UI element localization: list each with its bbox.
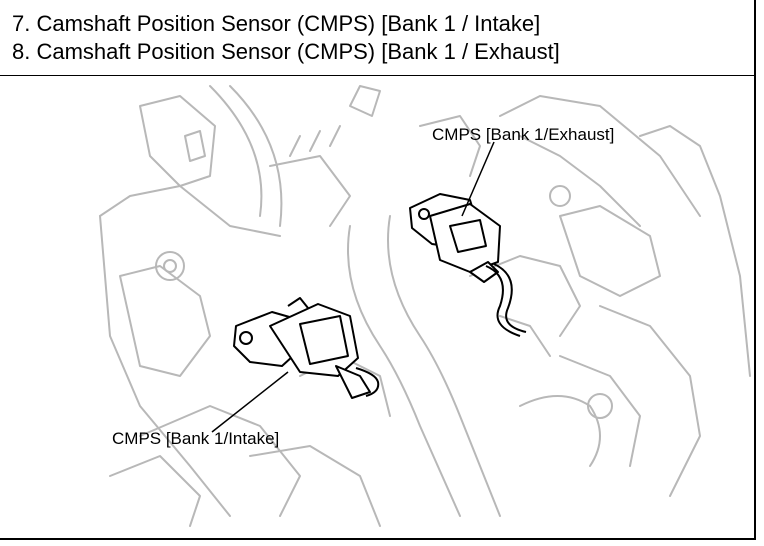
engine-diagram: CMPS [Bank 1/Exhaust] CMPS [Bank 1/Intak… xyxy=(0,76,756,540)
exhaust-sensor xyxy=(409,193,527,337)
intake-leader-line xyxy=(211,371,289,433)
label-exhaust: CMPS [Bank 1/Exhaust] xyxy=(432,125,614,144)
intake-sensor xyxy=(233,297,380,399)
header-line-exhaust: 8. Camshaft Position Sensor (CMPS) [Bank… xyxy=(12,39,560,64)
engine-illustration: CMPS [Bank 1/Exhaust] CMPS [Bank 1/Intak… xyxy=(99,85,751,527)
exhaust-leader-line xyxy=(461,141,495,217)
engine-background xyxy=(99,85,751,527)
header-line-intake: 7. Camshaft Position Sensor (CMPS) [Bank… xyxy=(12,11,541,36)
header-section: 7. Camshaft Position Sensor (CMPS) [Bank… xyxy=(0,0,756,76)
document-frame: 7. Camshaft Position Sensor (CMPS) [Bank… xyxy=(0,0,756,540)
label-intake: CMPS [Bank 1/Intake] xyxy=(112,429,279,448)
